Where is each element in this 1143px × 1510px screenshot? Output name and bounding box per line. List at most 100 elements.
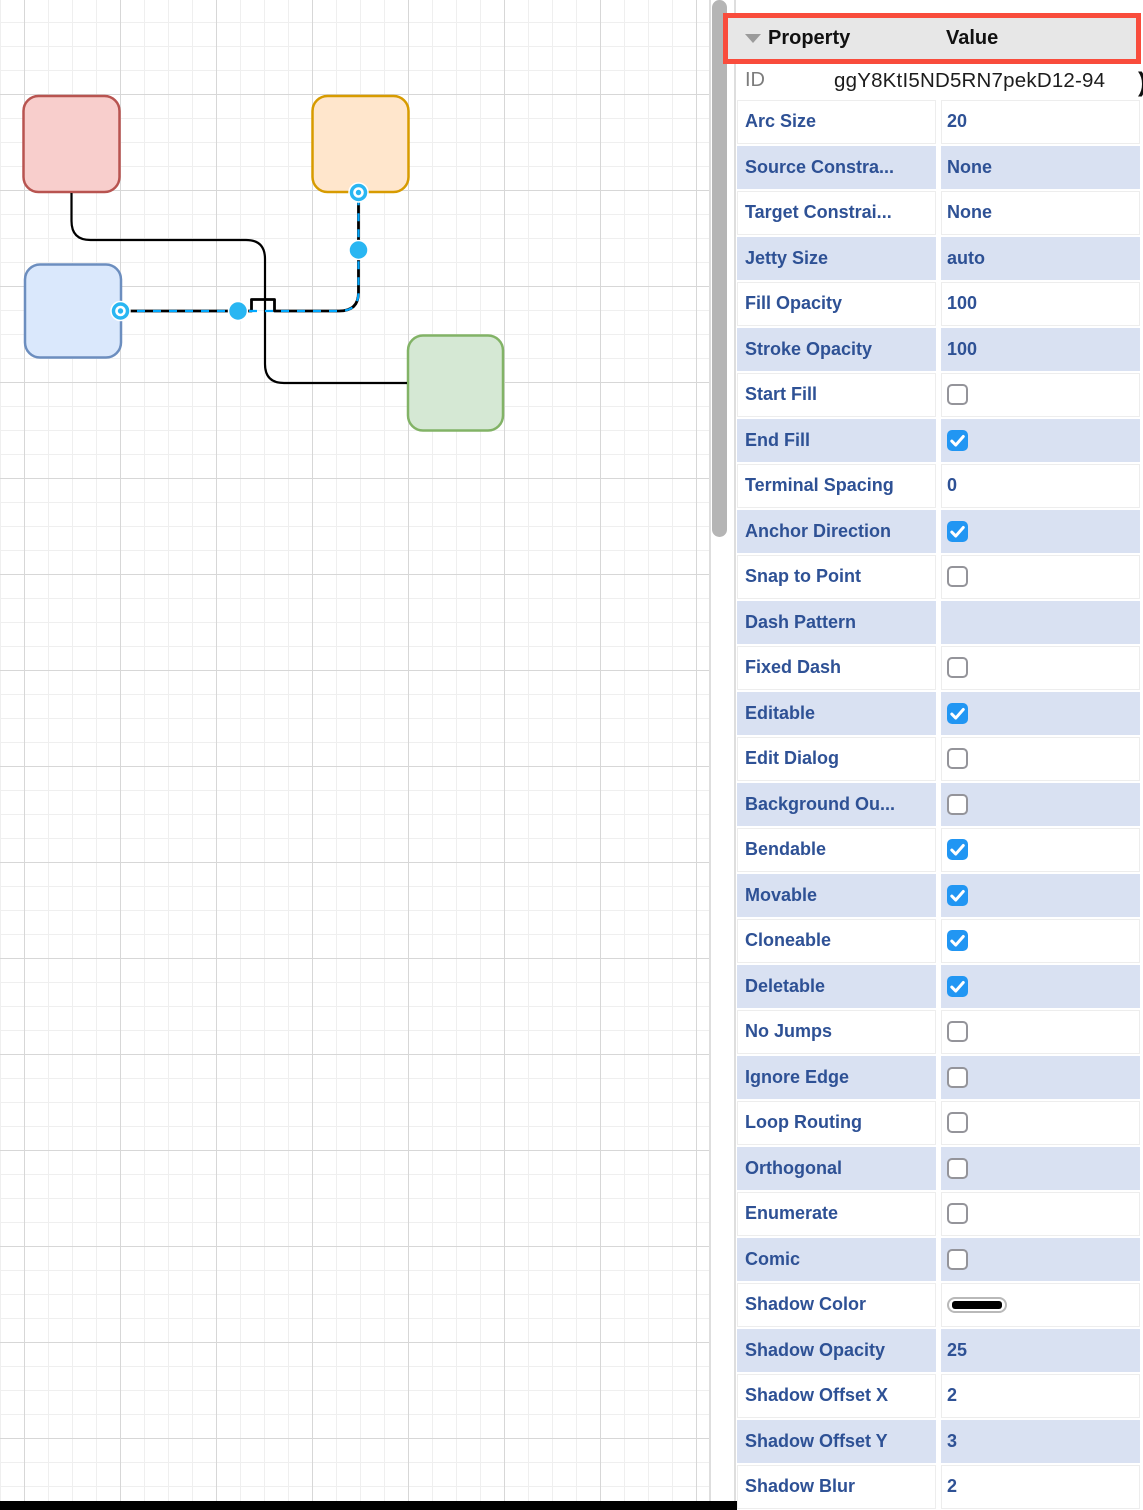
property-label: Movable [737, 873, 936, 917]
property-value[interactable] [941, 964, 1140, 1008]
property-value[interactable] [941, 418, 1140, 462]
checkbox-checked[interactable] [947, 429, 968, 451]
property-value[interactable] [941, 1010, 1140, 1054]
checkbox-unchecked[interactable] [947, 793, 968, 815]
checkbox-checked[interactable] [947, 975, 968, 997]
checkbox-checked[interactable] [947, 520, 968, 542]
property-row: Background Ou... [737, 782, 1140, 826]
id-value-field[interactable]: ggY8KtI5ND5RN7pekD12-94 [834, 69, 1106, 92]
property-label: End Fill [737, 418, 936, 462]
property-value[interactable]: 0 [941, 464, 1140, 508]
property-value[interactable] [941, 691, 1140, 735]
checkbox-checked[interactable] [947, 839, 968, 860]
property-value[interactable]: 3 [941, 1419, 1140, 1463]
property-value[interactable] [941, 1237, 1140, 1281]
checkbox-unchecked[interactable] [947, 1066, 968, 1088]
property-label: Fixed Dash [737, 646, 936, 690]
property-value[interactable]: None [941, 145, 1140, 189]
property-value[interactable] [941, 1192, 1140, 1236]
property-value[interactable] [941, 737, 1140, 781]
checkbox-unchecked[interactable] [947, 566, 968, 587]
checkbox-checked[interactable] [947, 702, 968, 724]
check-icon [950, 889, 965, 902]
checkbox-unchecked[interactable] [947, 657, 968, 678]
property-value[interactable] [941, 1146, 1140, 1190]
property-label: Snap to Point [737, 555, 936, 599]
property-row: No Jumps [737, 1010, 1140, 1054]
property-row: Stroke Opacity 100 [737, 327, 1140, 371]
property-value[interactable] [941, 1283, 1140, 1327]
property-value[interactable] [941, 373, 1140, 417]
check-icon [950, 434, 965, 447]
checkbox-unchecked[interactable] [947, 384, 968, 405]
property-value[interactable] [941, 919, 1140, 963]
property-value[interactable] [941, 646, 1140, 690]
property-value[interactable]: None [941, 191, 1140, 235]
property-row: Ignore Edge [737, 1055, 1140, 1099]
edge-source-endpoint-handle[interactable] [110, 300, 131, 322]
property-row: Target Constrai... None [737, 191, 1140, 235]
property-value[interactable]: 100 [941, 327, 1140, 371]
vertical-scrollbar-thumb[interactable] [712, 0, 727, 537]
value-column-header: Value [946, 27, 999, 49]
checkbox-unchecked[interactable] [947, 1203, 968, 1224]
edge-waypoint-handle[interactable] [227, 300, 249, 322]
property-label: Terminal Spacing [737, 464, 936, 508]
orange-square[interactable] [311, 94, 410, 194]
property-label: Bendable [737, 828, 936, 872]
property-label: Enumerate [737, 1192, 936, 1236]
property-column-header: Property [768, 27, 851, 49]
diagram-canvas[interactable] [0, 0, 710, 1510]
property-value[interactable] [941, 509, 1140, 553]
check-icon [950, 525, 965, 538]
property-label: Target Constrai... [737, 191, 936, 235]
property-value[interactable]: 25 [941, 1328, 1140, 1372]
check-icon [950, 980, 965, 993]
property-row: Movable [737, 873, 1140, 917]
property-value[interactable] [941, 782, 1140, 826]
color-swatch-button[interactable] [947, 1297, 1007, 1313]
property-label: Orthogonal [737, 1146, 936, 1190]
checkbox-unchecked[interactable] [947, 1112, 968, 1133]
property-label: Shadow Color [737, 1283, 936, 1327]
property-label: Dash Pattern [737, 600, 936, 644]
property-label: Background Ou... [737, 782, 936, 826]
checkbox-checked[interactable] [947, 930, 968, 951]
property-value[interactable] [941, 828, 1140, 872]
property-label: Shadow Opacity [737, 1328, 936, 1372]
blue-square[interactable] [23, 263, 123, 359]
checkbox-unchecked[interactable] [947, 748, 968, 769]
property-value[interactable]: 20 [941, 100, 1140, 144]
checkbox-checked[interactable] [947, 884, 968, 906]
edge-red-to-green[interactable] [70, 193, 408, 385]
property-value[interactable] [941, 873, 1140, 917]
property-row: Cloneable [737, 919, 1140, 963]
collapse-triangle-icon[interactable] [745, 34, 761, 43]
check-icon [950, 934, 965, 947]
checkbox-unchecked[interactable] [947, 1248, 968, 1270]
checkbox-unchecked[interactable] [947, 1021, 968, 1042]
checkbox-unchecked[interactable] [947, 1157, 968, 1179]
property-row: Start Fill [737, 373, 1140, 417]
property-value[interactable] [941, 1055, 1140, 1099]
panel-left-border [734, 0, 736, 1510]
property-row: Shadow Offset Y 3 [737, 1419, 1140, 1463]
property-grid-header[interactable]: Property Value [723, 13, 1141, 64]
property-value[interactable]: 2 [941, 1465, 1140, 1509]
id-label: ID [745, 69, 765, 91]
property-label: Edit Dialog [737, 737, 936, 781]
property-value[interactable]: 2 [941, 1374, 1140, 1418]
property-value[interactable]: auto [941, 236, 1140, 280]
property-label: Anchor Direction [737, 509, 936, 553]
property-value[interactable] [941, 600, 1140, 644]
green-square[interactable] [406, 334, 505, 432]
id-row: ID ggY8KtI5ND5RN7pekD12-94 ) [737, 64, 1143, 100]
property-row: Editable [737, 691, 1140, 735]
property-value[interactable] [941, 555, 1140, 599]
red-square[interactable] [22, 94, 121, 194]
edge-target-endpoint-handle[interactable] [348, 182, 369, 203]
edge-waypoint-handle[interactable] [348, 239, 369, 261]
property-value[interactable] [941, 1101, 1140, 1145]
property-value[interactable]: 100 [941, 282, 1140, 326]
